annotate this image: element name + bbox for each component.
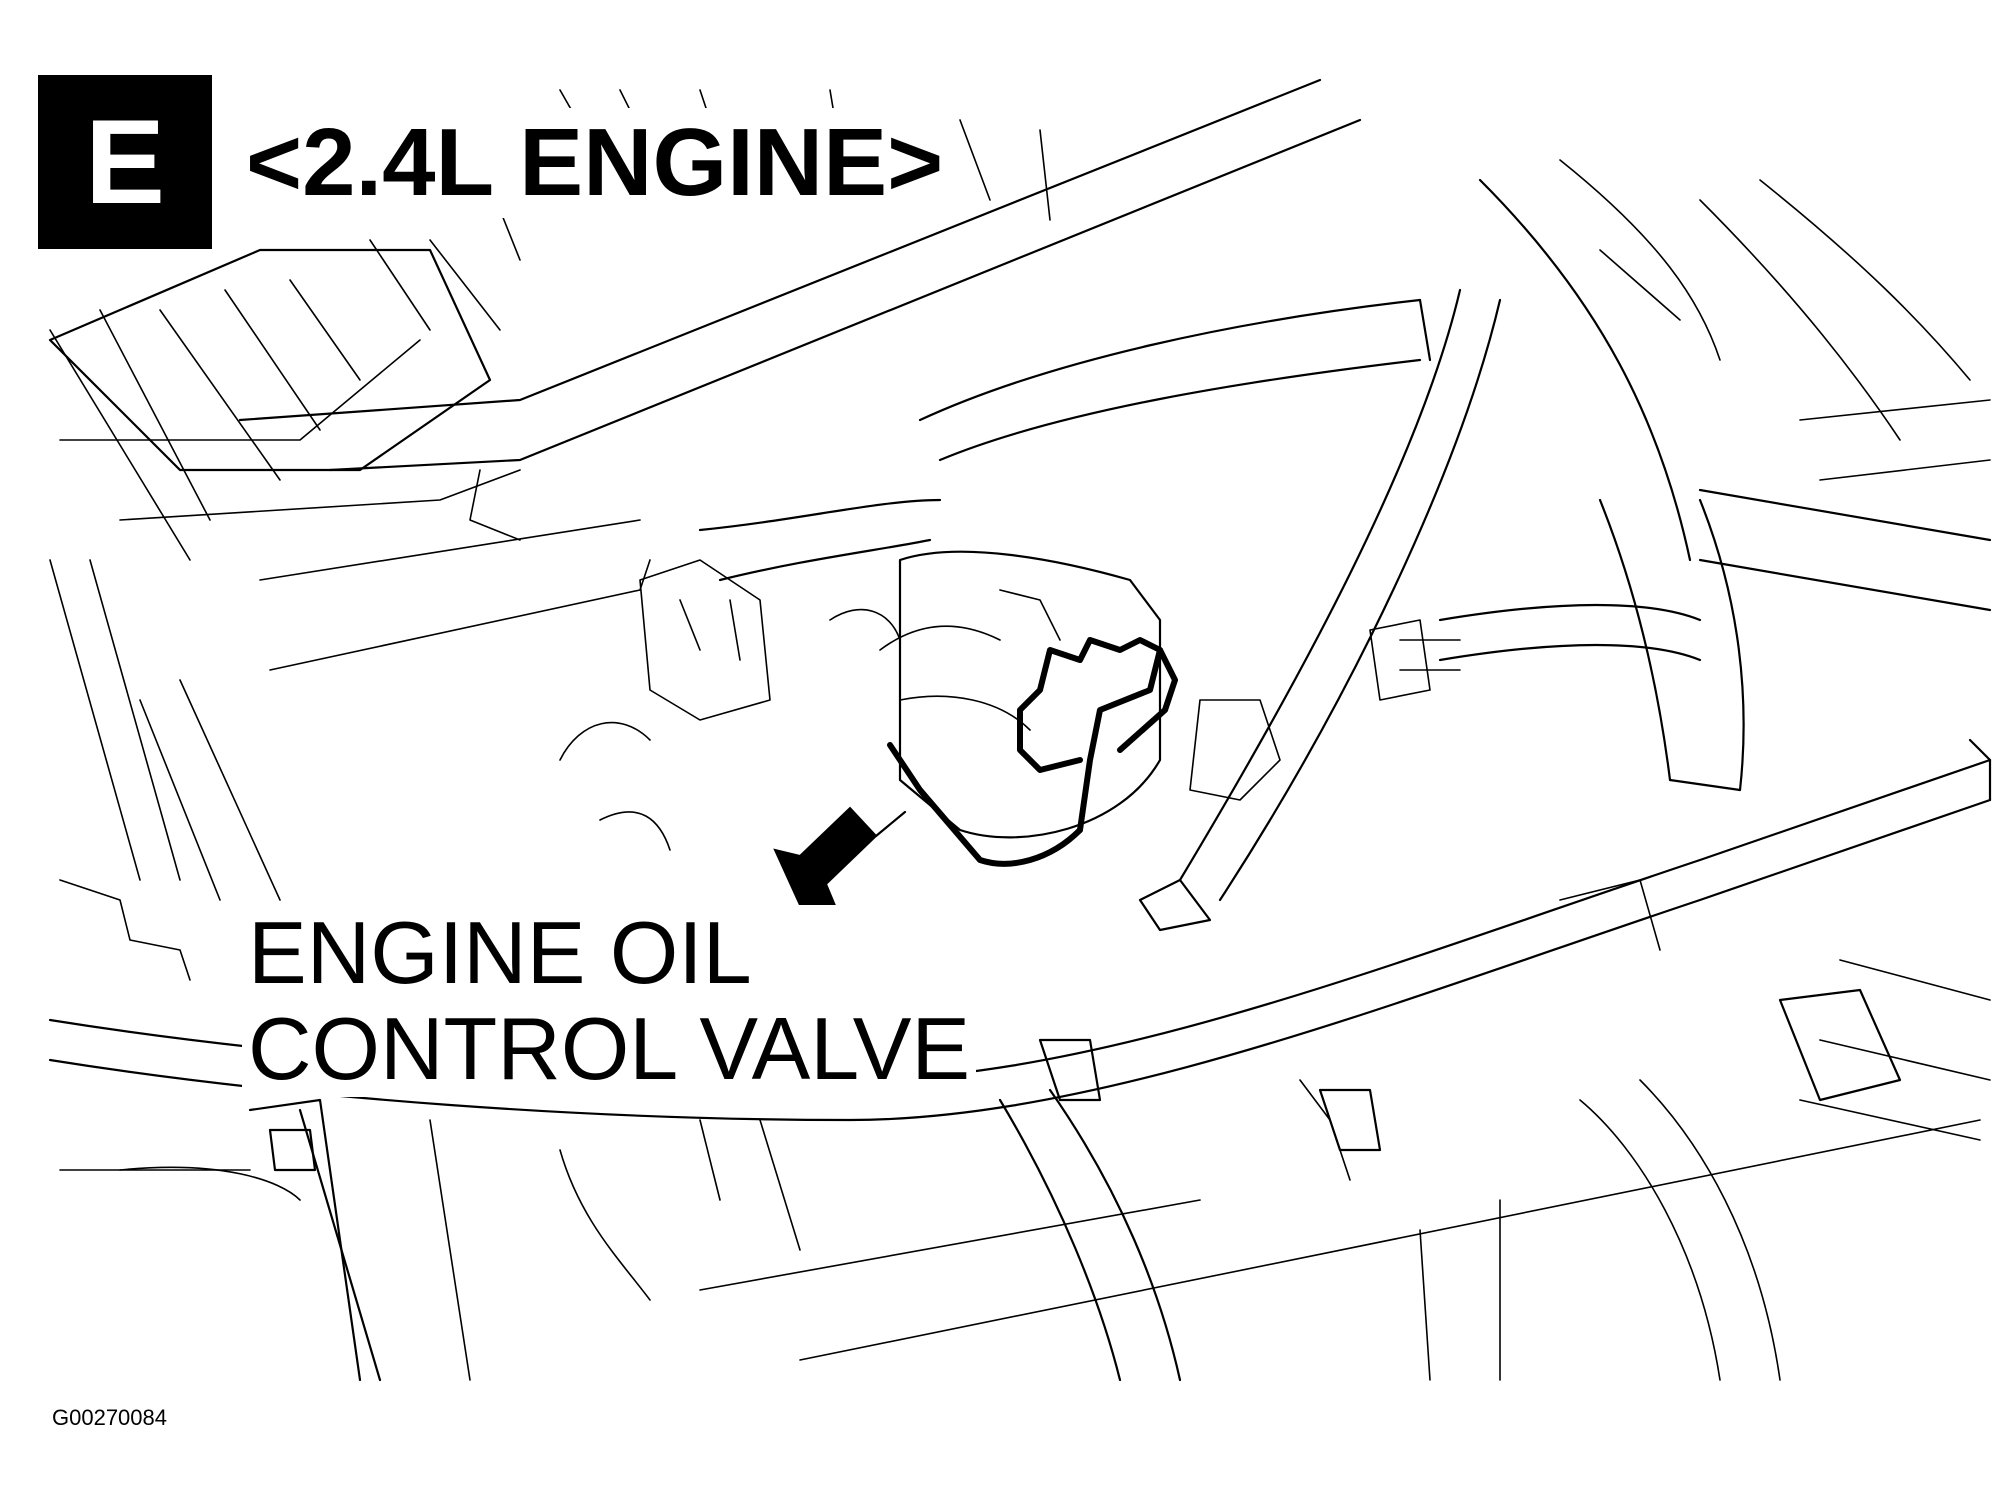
section-badge: E — [38, 75, 212, 249]
manifold-outline — [48, 78, 1362, 671]
left-lower-strokes — [49, 559, 801, 1381]
callout-line-1: ENGINE OIL — [248, 903, 752, 1002]
callout-line-2: CONTROL VALVE — [248, 999, 971, 1098]
valve-body — [639, 550, 1461, 839]
hoses — [698, 288, 1992, 932]
figure-reference-code: G00270084 — [52, 1405, 167, 1430]
arrow-pointer-icon — [773, 806, 907, 910]
oil-control-valve-highlight — [887, 637, 1178, 867]
component-callout: ENGINE OIL CONTROL VALVE — [242, 903, 977, 1098]
engine-title: <2.4L ENGINE> — [238, 108, 952, 218]
right-structures — [1419, 159, 1991, 1381]
